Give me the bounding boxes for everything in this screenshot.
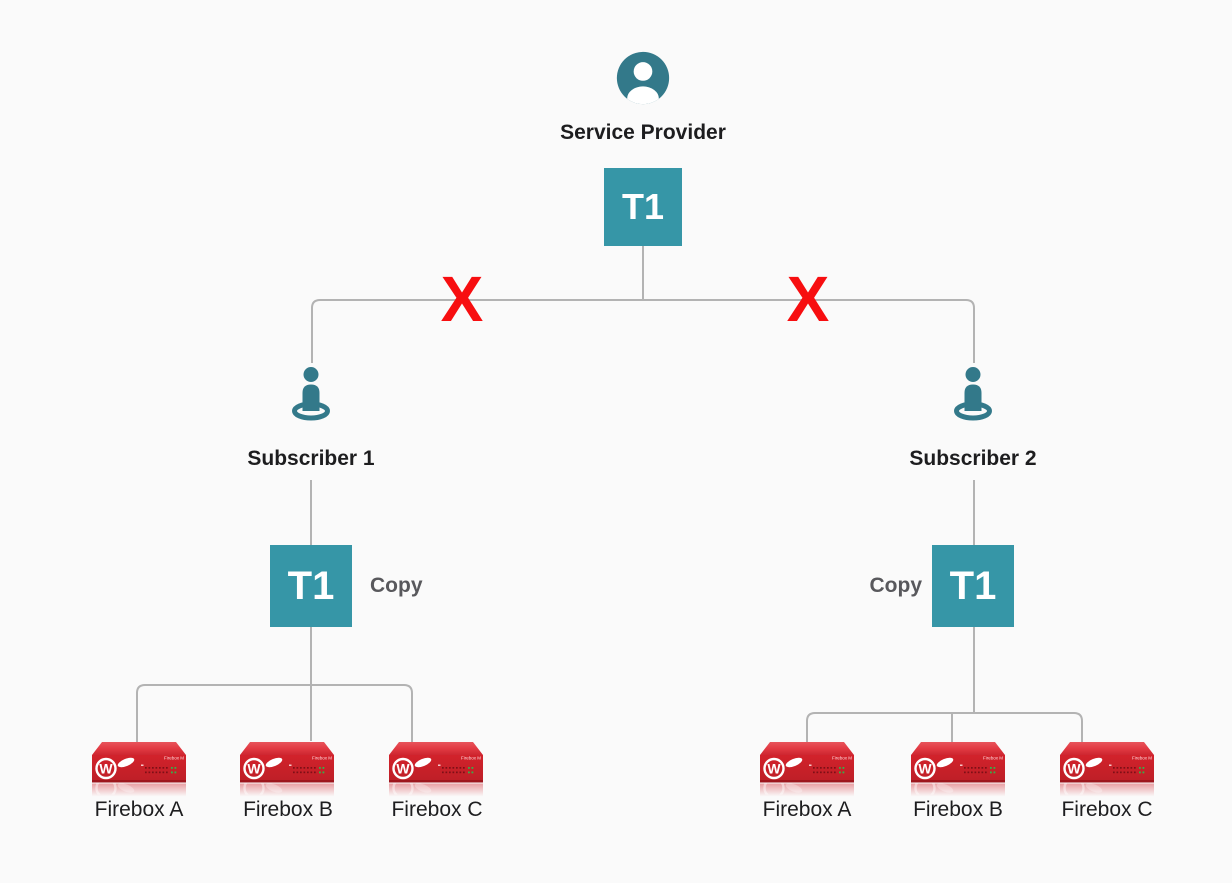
firebox-appliance-icon	[386, 739, 486, 801]
firebox-appliance-icon	[757, 739, 857, 801]
firebox-label: Firebox C	[391, 798, 483, 821]
firebox-label: Firebox B	[243, 798, 333, 821]
subscriber-person-icon	[945, 366, 1001, 426]
subscriber2-label: Subscriber 2	[909, 447, 1037, 470]
firebox-label: Firebox B	[913, 798, 1003, 821]
connector-subscriber2-branch	[806, 712, 1083, 746]
connector-provider-to-subscribers	[311, 299, 975, 363]
connector-subscriber1-branch	[136, 684, 413, 745]
subscriber-person-icon	[283, 366, 339, 426]
subscriber2-copy-tag: Copy	[869, 574, 923, 597]
service-provider-label: Service Provider	[560, 121, 726, 144]
subscriber2-template-box: T1	[932, 545, 1014, 627]
provider-template-box: T1	[604, 168, 682, 246]
firebox-appliance-icon	[1057, 739, 1157, 801]
broken-link-x-left: X	[440, 263, 484, 335]
firebox-appliance-icon	[908, 739, 1008, 801]
firebox-label: Firebox A	[94, 798, 184, 821]
broken-link-x-right: X	[786, 263, 830, 335]
subscriber1-copy-tag: Copy	[370, 574, 423, 597]
user-avatar-icon	[615, 50, 671, 106]
subscriber1-template-box: T1	[270, 545, 352, 627]
firebox-appliance-icon	[89, 739, 189, 801]
firebox-label: Firebox C	[1061, 798, 1153, 821]
firebox-label: Firebox A	[762, 798, 852, 821]
firebox-appliance-icon	[237, 739, 337, 801]
subscriber1-label: Subscriber 1	[247, 447, 375, 470]
